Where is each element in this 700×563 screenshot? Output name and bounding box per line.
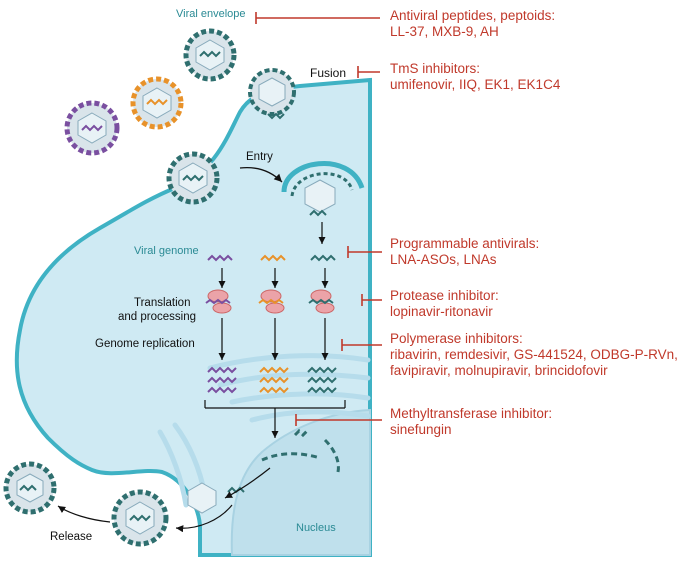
virion-entry (166, 151, 220, 205)
programmable-inhibitor: Programmable antivirals: LNA-ASOs, LNAs (390, 236, 539, 268)
viral-genome-orange (260, 254, 286, 262)
inhibitor-lines (255, 12, 382, 426)
endosome (281, 161, 365, 213)
replicated-genomes-teal (307, 366, 337, 394)
translation-label: Translation (134, 297, 191, 309)
convergence-bracket (204, 400, 346, 438)
release-arrow (57, 505, 111, 523)
tms-list: umifenovir, IIQ, EK1, EK1C4 (390, 77, 561, 92)
budding-virion (111, 489, 169, 547)
tms-inhibitor: TmS inhibitors: umifenovir, IIQ, EK1, EK… (390, 61, 560, 93)
protease-title: Protease inhibitor: (390, 288, 499, 303)
protease-list: lopinavir-ritonavir (390, 304, 493, 319)
host-cell (14, 77, 372, 557)
release-label: Release (50, 531, 93, 543)
tms-title: TmS inhibitors: (390, 61, 481, 76)
polymerase-inhibitor: Polymerase inhibitors: ribavirin, remdes… (390, 331, 678, 379)
virion-orange (130, 76, 184, 130)
fusing-virion (248, 68, 296, 116)
endosome-genome (309, 209, 327, 217)
nucleus-label: Nucleus (296, 522, 336, 534)
genome-replication-label: Genome replication (95, 338, 195, 350)
endoplasmic-reticulum (157, 353, 371, 508)
peptides-title: Antiviral peptides, peptoids: (390, 8, 556, 23)
methyltransferase-list: sinefungin (390, 422, 452, 437)
virion-envelope (183, 28, 237, 82)
assembling-capsid (187, 482, 245, 514)
viral-genome-purple (207, 254, 233, 262)
bud-arrow (175, 504, 233, 533)
methyltransferase-inhibitor: Methyltransferase inhibitor: sinefungin (390, 406, 552, 438)
programmable-list: LNA-ASOs, LNAs (390, 252, 497, 267)
methyltransferase-title: Methyltransferase inhibitor: (390, 406, 553, 421)
virion-purple (64, 100, 120, 156)
viral-genome-label: Viral genome (134, 245, 199, 257)
fusion-genome (267, 112, 285, 120)
entry-arrow (239, 166, 283, 183)
processing-label: and processing (118, 311, 196, 323)
released-virion (3, 461, 57, 515)
nucleus (230, 408, 371, 556)
polymerase-list-2: favipiravir, molnupiravir, brincidofovir (390, 363, 608, 378)
programmable-title: Programmable antivirals: (390, 236, 540, 251)
polymerase-title: Polymerase inhibitors: (390, 331, 523, 346)
ribosome-purple (205, 289, 232, 314)
ribosome-orange (258, 289, 285, 314)
viral-envelope-label: Viral envelope (176, 8, 246, 20)
polymerase-list-1: ribavirin, remdesivir, GS-441524, ODBG-P… (390, 347, 678, 362)
protease-inhibitor: Protease inhibitor: lopinavir-ritonavir (390, 288, 499, 320)
ribosome-teal (308, 289, 335, 314)
replicated-genomes-orange (259, 366, 289, 394)
fusion-label: Fusion (310, 66, 347, 80)
entry-label: Entry (246, 151, 273, 163)
genome-fragments (261, 428, 340, 473)
replicated-genomes-purple (207, 366, 237, 394)
peptides-inhibitor: Antiviral peptides, peptoids: LL-37, MXB… (390, 8, 555, 40)
peptides-list: LL-37, MXB-9, AH (390, 24, 499, 39)
assembly-arrow (224, 467, 271, 499)
viral-genome-teal (310, 254, 336, 262)
